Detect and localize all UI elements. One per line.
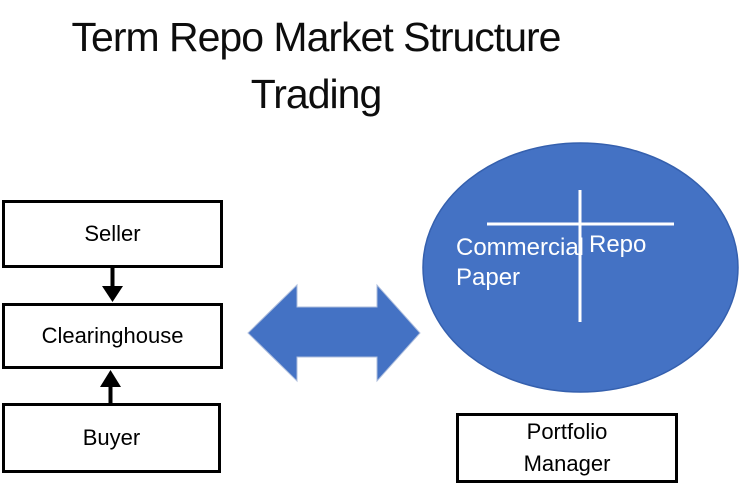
arrow-seller-to-clearinghouse (102, 268, 123, 302)
node-buyer: Buyer (2, 403, 221, 473)
commercial-paper-label: Commercial Paper (456, 233, 584, 293)
double-arrow (247, 283, 421, 383)
title-line-1: Term Repo Market Structure (71, 14, 562, 60)
node-portfolio-manager: Portfolio Manager (456, 413, 678, 483)
repo-label: Repo (589, 231, 647, 258)
node-seller: Seller (2, 200, 223, 268)
node-portfolio-manager-line-2: Manager (523, 451, 611, 476)
node-seller-label: Seller (84, 221, 141, 246)
diagram-title: Term Repo Market Structure Trading (0, 9, 632, 123)
node-portfolio-manager-line-1: Portfolio (526, 419, 608, 444)
node-clearinghouse-label: Clearinghouse (41, 323, 184, 348)
commercial-paper-label-line-2: Paper (456, 264, 521, 291)
title-line-2: Trading (250, 71, 383, 117)
node-buyer-label: Buyer (82, 425, 141, 450)
arrow-buyer-to-clearinghouse (100, 370, 121, 403)
quadrant-cross (487, 190, 674, 322)
commercial-paper-label-line-1: Commercial (456, 234, 585, 261)
node-clearinghouse: Clearinghouse (2, 303, 223, 369)
arrow-seller-to-clearinghouse-head (102, 286, 123, 302)
arrow-buyer-to-clearinghouse-head (100, 370, 121, 387)
